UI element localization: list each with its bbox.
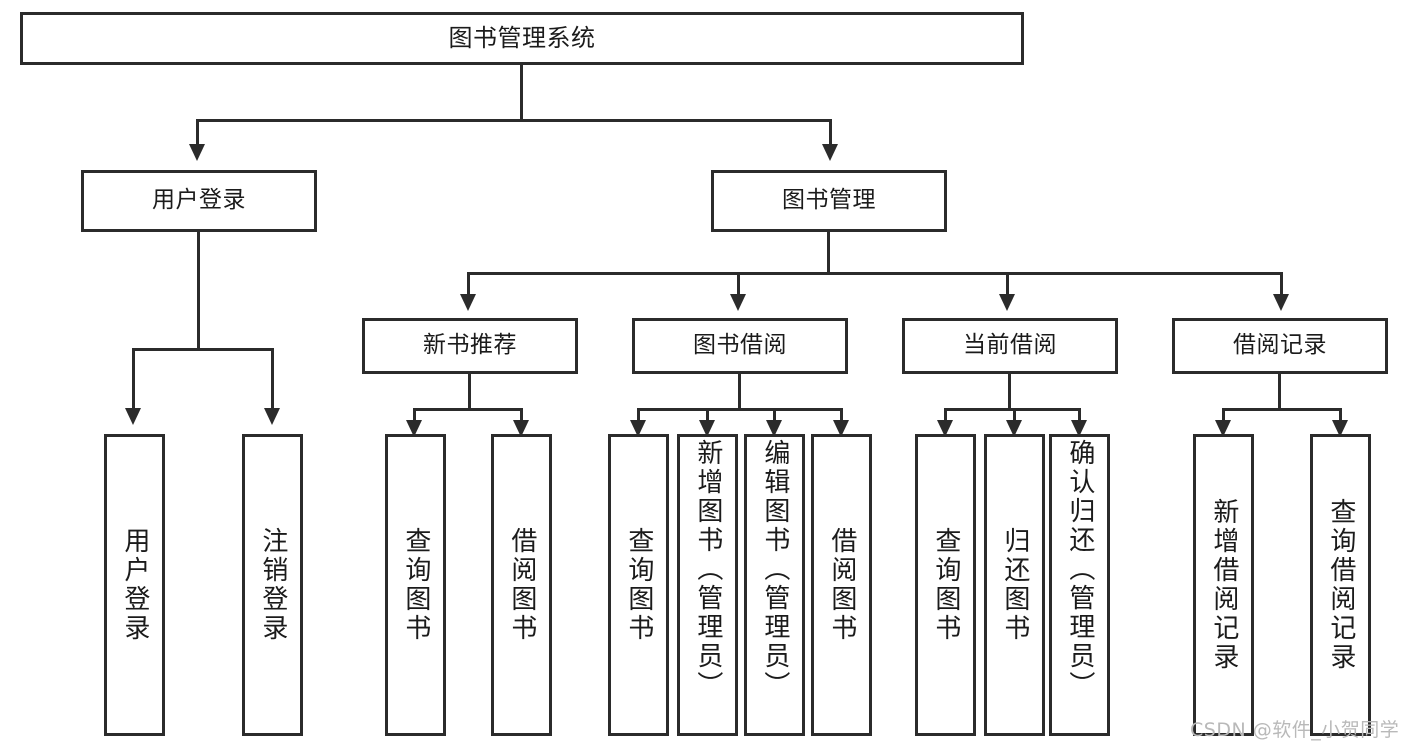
arrow-to-new-book bbox=[460, 294, 476, 311]
node-label: 图书管理 bbox=[782, 187, 876, 214]
arrow-to-leaf-bb-query bbox=[630, 420, 646, 437]
arrow-to-leaf-cb-return bbox=[1006, 420, 1022, 437]
connector-user-login-drop-1 bbox=[132, 348, 135, 408]
node-borrow-record[interactable]: 借阅记录 bbox=[1172, 318, 1388, 374]
node-label: 归还图书 bbox=[999, 527, 1030, 643]
arrow-to-leaf-br-add bbox=[1215, 420, 1231, 437]
node-label: 查询图书 bbox=[400, 527, 431, 643]
node-label: 新书推荐 bbox=[423, 332, 517, 359]
connector-borrow-record-drop-1 bbox=[1222, 408, 1225, 422]
arrow-to-leaf-cb-confirm bbox=[1071, 420, 1087, 437]
connector-root-bus bbox=[196, 119, 832, 122]
node-label: 查询图书 bbox=[930, 527, 961, 643]
csdn-watermark: CSDN @软件_小贺同学 bbox=[1190, 719, 1400, 741]
leaf-cb-query-book[interactable]: 查询图书 bbox=[915, 434, 976, 736]
connector-book-borrow-drop-4 bbox=[840, 408, 843, 422]
node-label: 图书借阅 bbox=[693, 332, 787, 359]
node-book-borrow[interactable]: 图书借阅 bbox=[632, 318, 848, 374]
connector-user-login-drop-2 bbox=[271, 348, 274, 408]
connector-book-borrow-drop-1 bbox=[637, 408, 640, 422]
arrow-to-leaf-br-query bbox=[1332, 420, 1348, 437]
connector-new-book-stem bbox=[468, 374, 471, 408]
connector-current-borrow-bus bbox=[944, 408, 1081, 411]
connector-borrow-record-drop-2 bbox=[1339, 408, 1342, 422]
node-label: 用户登录 bbox=[119, 527, 150, 643]
node-label: 借阅图书 bbox=[826, 527, 857, 643]
connector-book-borrow-bus bbox=[637, 408, 843, 411]
arrow-to-leaf-bb-borrow bbox=[833, 420, 849, 437]
leaf-user-login[interactable]: 用户登录 bbox=[104, 434, 165, 736]
node-root-system[interactable]: 图书管理系统 bbox=[20, 12, 1024, 65]
connector-new-book-bus bbox=[413, 408, 523, 411]
leaf-logout[interactable]: 注销登录 bbox=[242, 434, 303, 736]
connector-book-manage-drop-4 bbox=[1280, 272, 1283, 294]
node-new-book-recommend[interactable]: 新书推荐 bbox=[362, 318, 578, 374]
leaf-bb-borrow-book[interactable]: 借阅图书 bbox=[811, 434, 872, 736]
node-label: 注销登录 bbox=[257, 527, 288, 643]
node-book-manage[interactable]: 图书管理 bbox=[711, 170, 947, 232]
node-label: 当前借阅 bbox=[963, 332, 1057, 359]
connector-book-borrow-drop-2 bbox=[706, 408, 709, 422]
leaf-cb-return-book[interactable]: 归还图书 bbox=[984, 434, 1045, 736]
arrow-to-leaf-user-login bbox=[125, 408, 141, 425]
connector-borrow-record-bus bbox=[1222, 408, 1342, 411]
connector-borrow-record-stem bbox=[1278, 374, 1281, 408]
node-label: 借阅记录 bbox=[1233, 332, 1327, 359]
node-label: 用户登录 bbox=[152, 187, 246, 214]
connector-new-book-drop-2 bbox=[520, 408, 523, 422]
connector-user-login-stem bbox=[197, 232, 200, 348]
arrow-to-leaf-cb-query bbox=[937, 420, 953, 437]
leaf-bb-add-book[interactable]: 新增图书（管理员） bbox=[677, 434, 738, 736]
leaf-nb-borrow-book[interactable]: 借阅图书 bbox=[491, 434, 552, 736]
connector-current-borrow-drop-2 bbox=[1013, 408, 1016, 422]
connector-book-manage-drop-2 bbox=[737, 272, 740, 294]
connector-root-stem bbox=[520, 65, 523, 119]
node-label: 图书管理系统 bbox=[448, 24, 596, 53]
node-label: 借阅图书 bbox=[506, 527, 537, 643]
arrow-to-book-manage bbox=[822, 144, 838, 161]
arrow-to-leaf-bb-edit bbox=[766, 420, 782, 437]
arrow-to-leaf-logout bbox=[264, 408, 280, 425]
node-label: 确认归还（管理员） bbox=[1064, 439, 1095, 700]
connector-book-manage-bus bbox=[467, 272, 1283, 275]
arrow-to-leaf-bb-add bbox=[699, 420, 715, 437]
arrow-to-borrow-record bbox=[1273, 294, 1289, 311]
node-label: 新增借阅记录 bbox=[1208, 498, 1239, 672]
connector-current-borrow-drop-3 bbox=[1078, 408, 1081, 422]
connector-book-borrow-stem bbox=[738, 374, 741, 408]
node-label: 查询图书 bbox=[623, 527, 654, 643]
connector-current-borrow-drop-1 bbox=[944, 408, 947, 422]
node-user-login[interactable]: 用户登录 bbox=[81, 170, 317, 232]
arrow-to-leaf-nb-borrow bbox=[513, 420, 529, 437]
connector-book-borrow-drop-3 bbox=[773, 408, 776, 422]
connector-user-login-bus bbox=[132, 348, 274, 351]
node-current-borrow[interactable]: 当前借阅 bbox=[902, 318, 1118, 374]
connector-new-book-drop-1 bbox=[413, 408, 416, 422]
leaf-bb-query-book[interactable]: 查询图书 bbox=[608, 434, 669, 736]
leaf-bb-edit-book[interactable]: 编辑图书（管理员） bbox=[744, 434, 805, 736]
leaf-nb-query-book[interactable]: 查询图书 bbox=[385, 434, 446, 736]
arrow-to-book-borrow bbox=[730, 294, 746, 311]
leaf-br-query-record[interactable]: 查询借阅记录 bbox=[1310, 434, 1371, 736]
arrow-to-leaf-nb-query bbox=[406, 420, 422, 437]
node-label: 编辑图书（管理员） bbox=[759, 439, 790, 700]
leaf-br-add-record[interactable]: 新增借阅记录 bbox=[1193, 434, 1254, 736]
connector-book-manage-stem bbox=[827, 232, 830, 272]
node-label: 查询借阅记录 bbox=[1325, 498, 1356, 672]
leaf-cb-confirm-return[interactable]: 确认归还（管理员） bbox=[1049, 434, 1110, 736]
connector-book-manage-drop-3 bbox=[1006, 272, 1009, 294]
connector-book-manage-drop-1 bbox=[467, 272, 470, 294]
connector-root-drop-right bbox=[829, 119, 832, 144]
node-label: 新增图书（管理员） bbox=[692, 439, 723, 700]
connector-root-drop-left bbox=[196, 119, 199, 144]
arrow-to-current-borrow bbox=[999, 294, 1015, 311]
connector-current-borrow-stem bbox=[1008, 374, 1011, 408]
arrow-to-user-login bbox=[189, 144, 205, 161]
